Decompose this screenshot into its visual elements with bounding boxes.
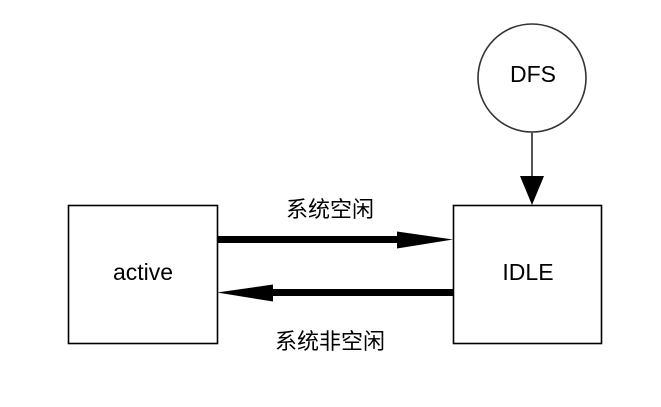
active-to-idle-label: 系统空闲: [286, 197, 374, 222]
idle-to-active-line: [273, 289, 453, 296]
active-box-shape[interactable]: [67, 204, 219, 345]
node-dfs[interactable]: DFS: [477, 23, 587, 133]
idle-box-label: IDLE: [502, 259, 553, 285]
idle-to-active-arrowhead: [217, 284, 273, 302]
node-idle[interactable]: IDLE: [452, 204, 603, 345]
active-to-idle-line: [217, 236, 397, 243]
active-to-idle-arrowhead: [397, 231, 453, 249]
node-active[interactable]: active: [67, 204, 219, 345]
dfs-to-idle-arrowhead: [520, 176, 544, 205]
edge-dfs-to-idle[interactable]: [520, 132, 544, 205]
edge-idle-to-active[interactable]: 系统非空闲: [217, 284, 453, 354]
idle-box-shape[interactable]: [452, 204, 603, 345]
active-box-label: active: [113, 259, 173, 285]
dfs-circle-label: DFS: [510, 61, 556, 87]
idle-to-active-label: 系统非空闲: [275, 329, 385, 354]
edge-active-to-idle[interactable]: 系统空闲: [217, 197, 453, 249]
